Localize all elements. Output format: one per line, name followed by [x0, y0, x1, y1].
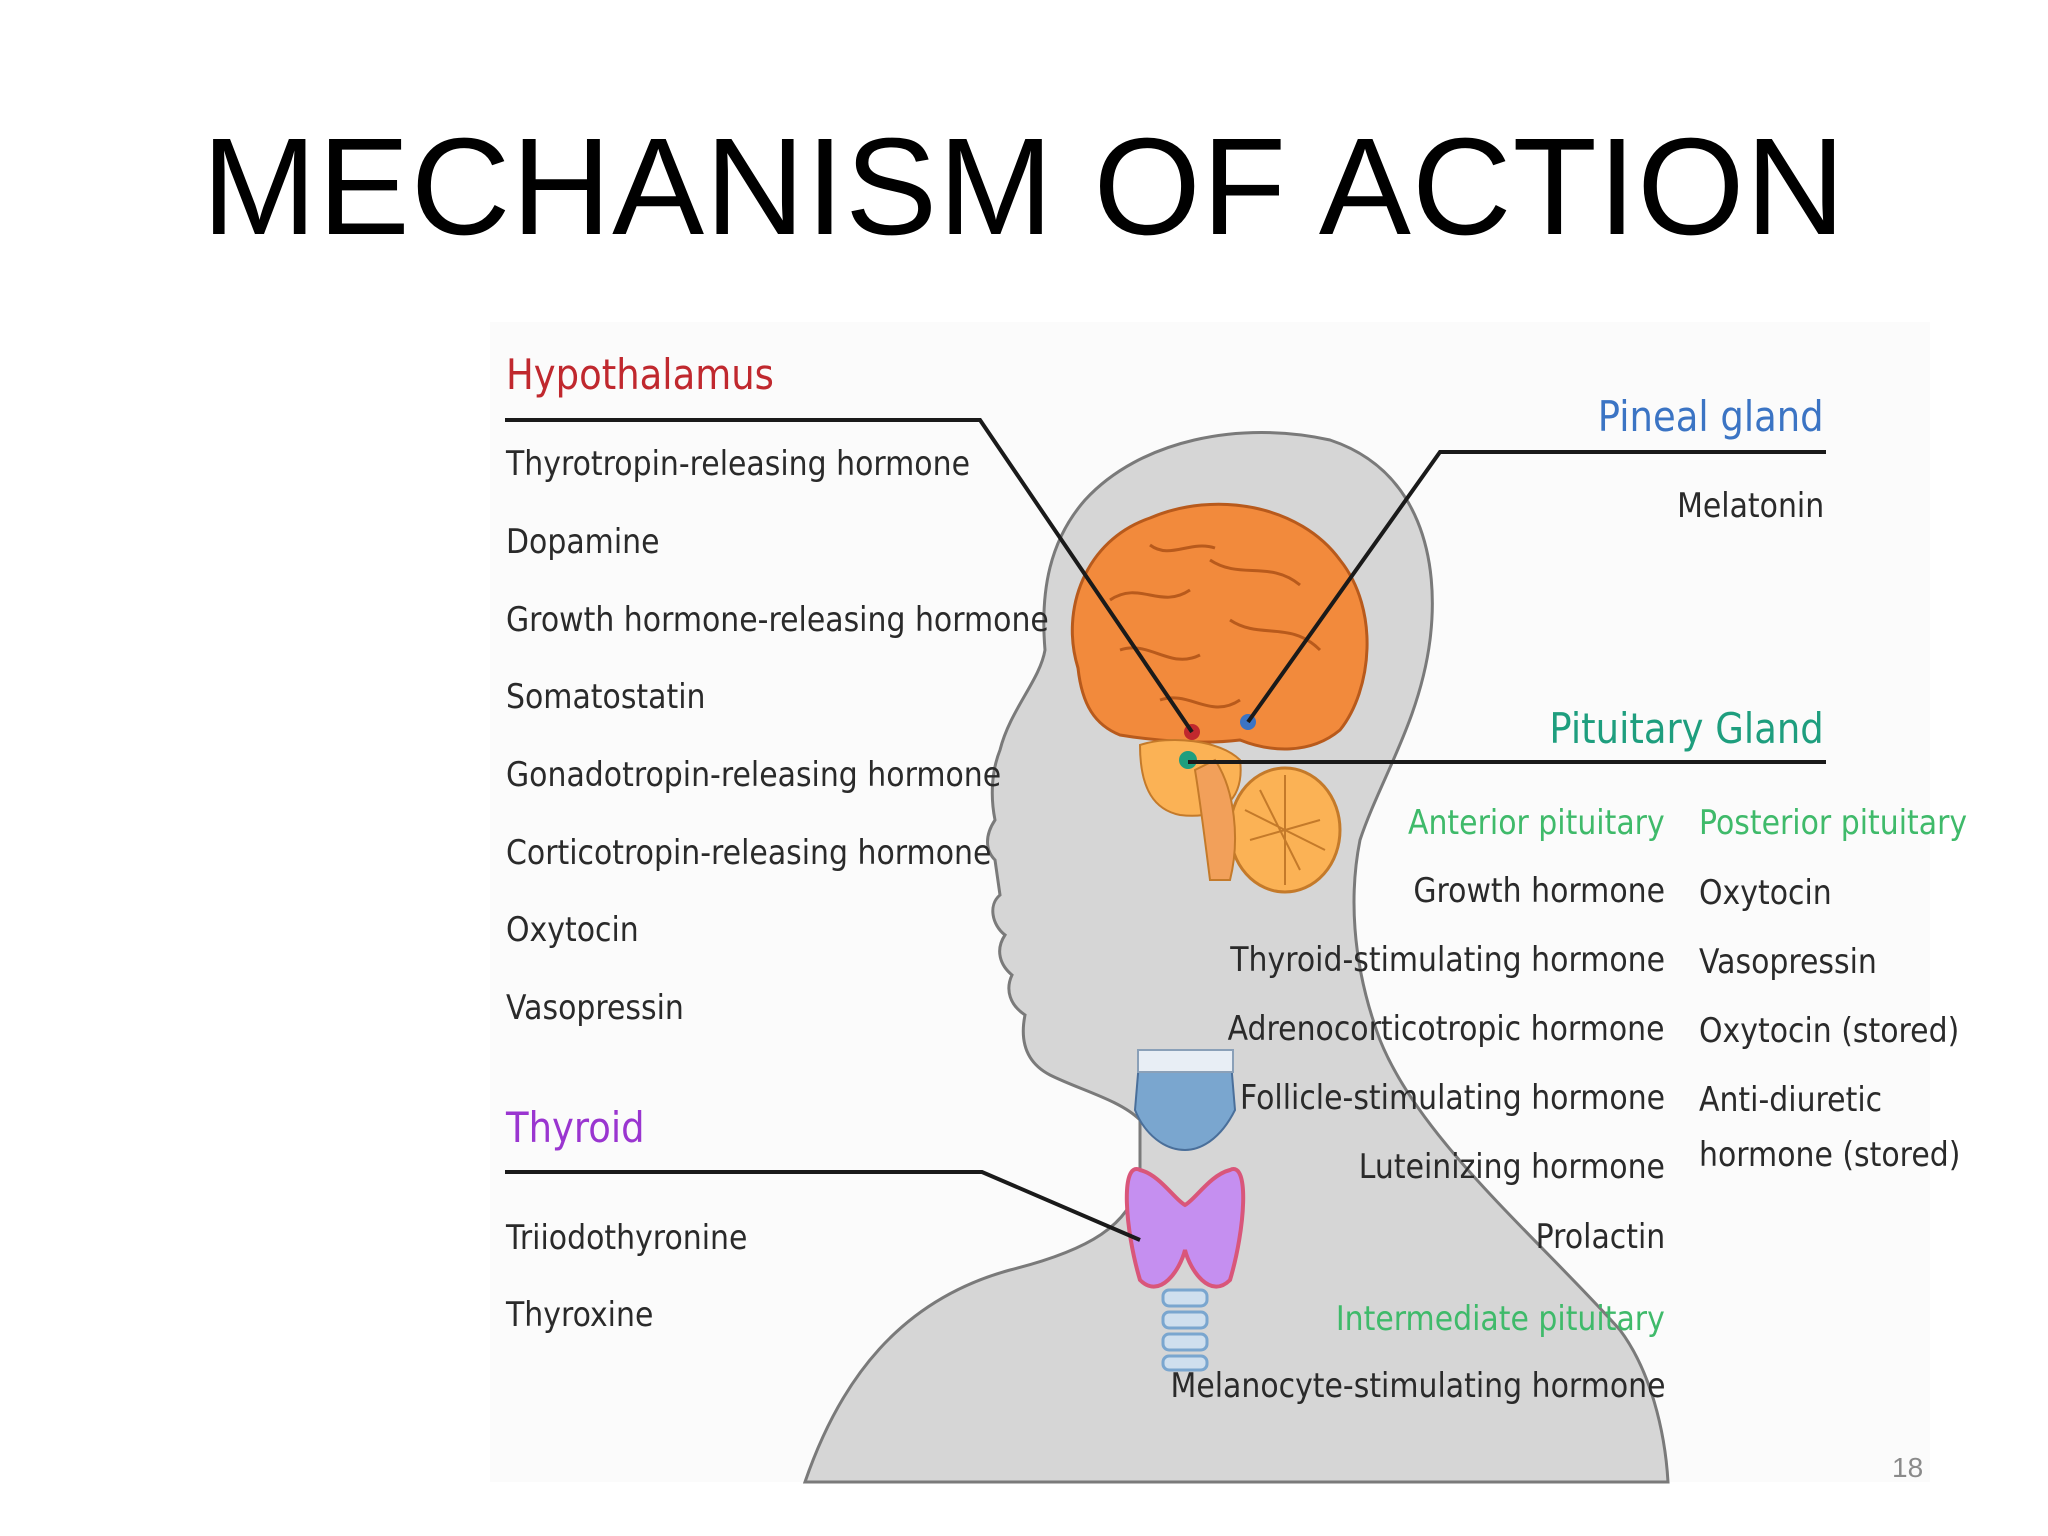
posterior-hormone: Anti-diuretic	[1699, 1080, 1883, 1120]
intermediate-hormone: Melanocyte-stimulating hormone	[1170, 1366, 1665, 1406]
trachea	[1161, 1288, 1209, 1372]
brain-folds	[1109, 543, 1322, 709]
anterior-hormone: Thyroid-stimulating hormone	[1230, 940, 1665, 980]
leader-lines	[505, 418, 1826, 1242]
pineal-hormone: Melatonin	[1676, 486, 1824, 526]
pineal-leader	[1246, 450, 1826, 724]
brain	[1070, 502, 1369, 751]
hypothalamus-heading: Hypothalamus	[506, 350, 774, 399]
posterior-hormone: hormone (stored)	[1699, 1135, 1961, 1175]
anterior-pituitary-heading: Anterior pituitary	[1408, 803, 1665, 843]
thyroid-leader	[505, 1170, 1141, 1242]
anterior-hormone: Growth hormone	[1413, 871, 1665, 911]
larynx-top	[1137, 1049, 1234, 1073]
hypothalamus-hormone: Oxytocin	[506, 910, 639, 950]
hypothalamus-hormone: Dopamine	[506, 522, 660, 562]
larynx	[1133, 1049, 1237, 1152]
hypothalamus-hormone: Corticotropin-releasing hormone	[506, 833, 992, 873]
hypothalamus-hormone: Growth hormone-releasing hormone	[506, 600, 1049, 640]
posterior-pituitary-heading: Posterior pituitary	[1699, 803, 1968, 843]
posterior-hormone: Oxytocin (stored)	[1699, 1011, 1960, 1051]
anterior-hormone: Luteinizing hormone	[1358, 1147, 1665, 1187]
anterior-hormone: Follicle-stimulating hormone	[1239, 1078, 1665, 1118]
posterior-hormone: Vasopressin	[1699, 942, 1877, 982]
brainstem	[1193, 758, 1236, 881]
pineal-heading: Pineal gland	[1598, 392, 1824, 441]
thyroid-gland	[1124, 1167, 1246, 1289]
thyroid-hormone: Thyroxine	[506, 1295, 654, 1335]
page-number: 18	[1892, 1452, 1924, 1483]
anterior-hormone: Prolactin	[1535, 1217, 1665, 1257]
hypothalamus-hormone: Somatostatin	[506, 677, 706, 717]
cerebellum-folds	[1244, 775, 1326, 885]
pituitary-heading: Pituitary Gland	[1549, 704, 1824, 753]
anterior-hormone: Adrenocorticotropic hormone	[1228, 1009, 1665, 1049]
hypothalamus-hormone: Gonadotropin-releasing hormone	[506, 755, 1002, 795]
head-silhouette	[802, 431, 1670, 1484]
hypothalamus-hormone: Thyrotropin-releasing hormone	[506, 444, 970, 484]
hypothalamus-hormone: Vasopressin	[506, 988, 684, 1028]
posterior-hormone: Oxytocin	[1699, 873, 1832, 913]
thyroid-hormone: Triiodothyronine	[506, 1218, 748, 1258]
slide-title: MECHANISM OF ACTION	[201, 110, 1847, 264]
thyroid-heading: Thyroid	[506, 1103, 645, 1152]
intermediate-pituitary-heading: Intermediate pituitary	[1336, 1299, 1665, 1339]
hypothalamus-leader	[505, 418, 1194, 734]
